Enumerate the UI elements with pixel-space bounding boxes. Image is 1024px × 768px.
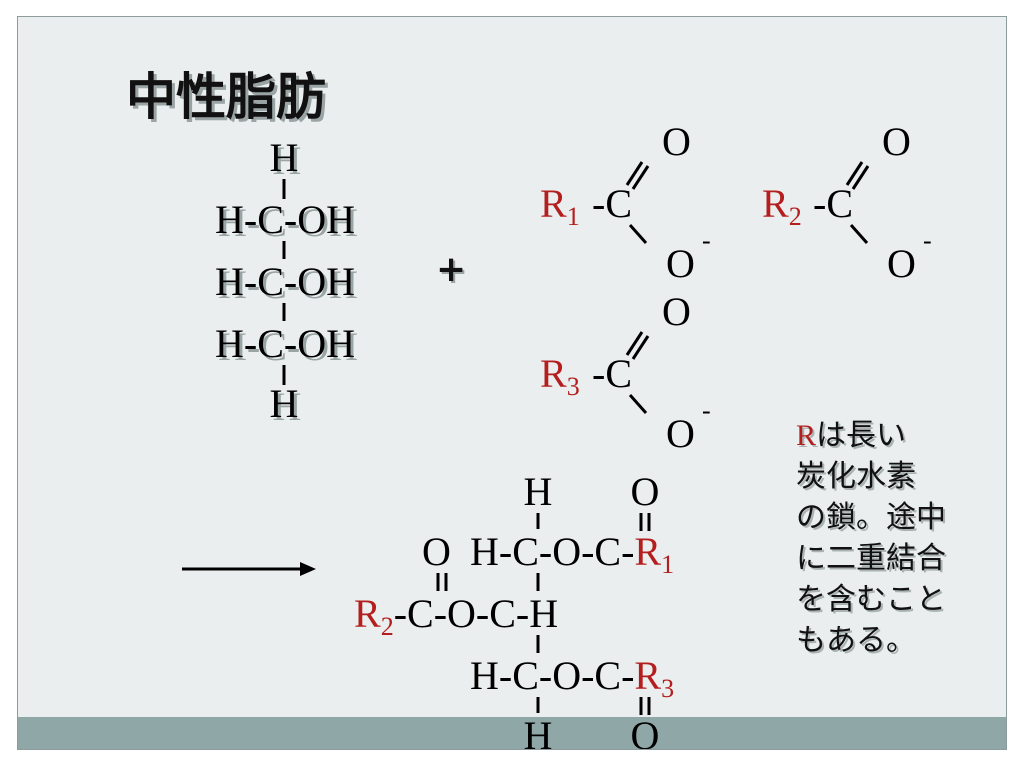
note-line-3: の鎖。途中 (796, 500, 946, 535)
product-row1-left-o: O (422, 529, 451, 574)
fatty-acid-1: O R1 -C O - (540, 119, 711, 286)
glycerol-row-3: H-C-OH (215, 321, 355, 366)
fatty-acid-1-r: R1 (540, 181, 580, 231)
slide: H H H-C-OH H-C-OH H-C-OH H-C-OH H-C-OH H… (17, 16, 1007, 750)
fatty-acid-3-o-single: O (666, 411, 695, 456)
fatty-acid-2-o-double: O (882, 119, 911, 164)
glycerol-row-2: H-C-OH (215, 259, 355, 304)
note-line-2: 炭化水素 (796, 459, 916, 494)
product-row2: R2-C-O-C-H (354, 591, 558, 641)
svg-text:H: H (273, 384, 302, 429)
product-row1: H-C-O-C-R1 (470, 529, 674, 579)
note-line-1-rest: は長い (816, 418, 907, 453)
plus-sign: + (436, 249, 467, 290)
product-top-h: H (524, 469, 553, 514)
product-bottom-h: H (524, 713, 553, 749)
svg-text:H: H (273, 138, 302, 183)
glycerol: H H H-C-OH H-C-OH H-C-OH H-C-OH H-C-OH H… (215, 135, 358, 429)
fatty-acid-1-c: -C (592, 181, 632, 226)
triglyceride: H O O H-C-O-C-R1 R2-C-O-C-H H-C-O-C-R3 H… (354, 469, 674, 749)
chemistry-diagram: H H H-C-OH H-C-OH H-C-OH H-C-OH H-C-OH H… (182, 119, 932, 749)
fatty-acid-3-r: R3 (540, 351, 580, 401)
fatty-acid-2-o-single: O (887, 241, 916, 286)
note-line-6: もある。 (796, 623, 916, 658)
product-top-o: O (631, 469, 660, 514)
note-line-5: を含むこと (796, 582, 946, 617)
fatty-acid-3: O R3 -C O - (540, 289, 711, 456)
glycerol-row-1: H-C-OH (215, 197, 355, 242)
svg-text:H-C-OH: H-C-OH (218, 324, 358, 369)
fatty-acid-2: O R2 -C O - (762, 119, 932, 286)
svg-text:H-C-OH: H-C-OH (218, 200, 358, 245)
note-r: R (796, 419, 817, 452)
note-line-4: に二重結合 (796, 541, 946, 576)
fatty-acid-2-r: R2 (762, 181, 802, 231)
fatty-acid-3-c: -C (592, 351, 632, 396)
fatty-acid-2-charge: - (923, 226, 932, 255)
glycerol-top-h: H (270, 135, 299, 180)
svg-text:H-C-OH: H-C-OH (218, 262, 358, 307)
glycerol-bottom-h: H (270, 381, 299, 426)
fatty-acid-3-o-double: O (662, 289, 691, 334)
slide-title: 中性脂肪 (126, 68, 326, 126)
fatty-acid-1-o-double: O (662, 119, 691, 164)
note-line-1: Rは長い (796, 415, 1002, 456)
fatty-acid-1-charge: - (702, 226, 711, 255)
product-row3: H-C-O-C-R3 (470, 653, 674, 703)
explanation-note: Rは長い 炭化水素 の鎖。途中 に二重結合 を含むこと もある。 (796, 415, 1002, 661)
reaction-arrow-head (300, 562, 316, 576)
fatty-acid-2-c: -C (813, 181, 853, 226)
footer-bar (18, 717, 1006, 749)
fatty-acid-3-charge: - (702, 396, 711, 425)
product-bottom-o: O (631, 713, 660, 749)
fatty-acid-1-o-single: O (666, 241, 695, 286)
